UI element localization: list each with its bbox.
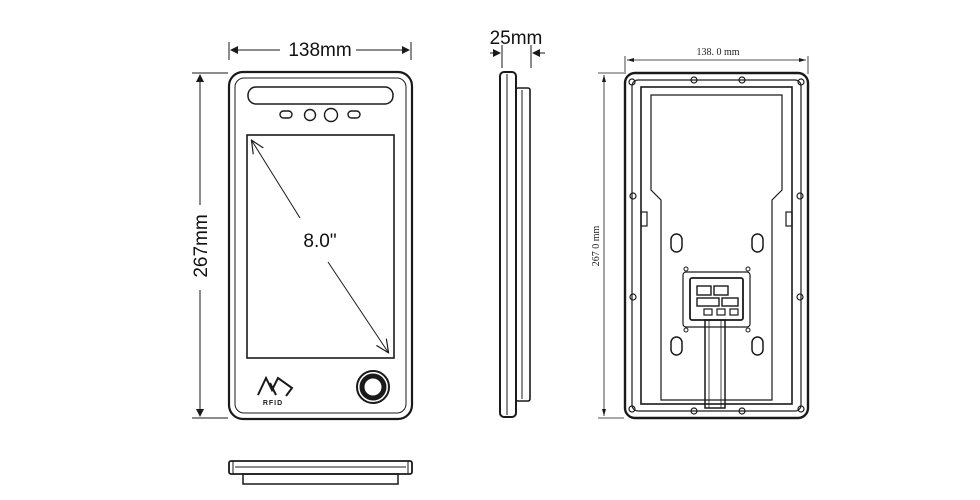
side-view: 25mm — [490, 28, 545, 418]
screw-icon — [628, 78, 636, 86]
front-height-label: 267mm — [191, 214, 212, 277]
camera-left-icon — [303, 108, 317, 122]
screw-icon — [628, 405, 636, 413]
back-recess — [640, 86, 793, 405]
screw-icon — [738, 76, 746, 84]
mount-slot-icon — [751, 336, 764, 356]
screw-icon — [797, 78, 805, 86]
back-height-label: 267 0 mm — [591, 226, 602, 267]
screw-icon — [683, 327, 689, 333]
mount-slot-icon — [670, 233, 683, 253]
rfid-logo-text: RFID — [263, 400, 283, 407]
screw-icon — [796, 192, 804, 200]
sensor-slot-left — [279, 110, 293, 119]
back-view: 138. 0 mm 267 0 mm — [591, 47, 810, 420]
side-body-front — [499, 71, 517, 418]
sensor-slot-right — [347, 110, 361, 119]
screw-icon — [738, 407, 746, 415]
mounting-slots — [670, 233, 764, 356]
bottom-view — [228, 460, 413, 485]
screw-icon — [629, 293, 637, 301]
back-outer-shell — [623, 71, 810, 420]
front-width-dimension: 138mm — [228, 40, 412, 61]
sensor-row — [279, 107, 361, 123]
display-screen — [246, 134, 395, 359]
screw-icon — [629, 192, 637, 200]
back-width-dimension: 138. 0 mm — [624, 47, 809, 74]
connector-port-icon — [721, 297, 739, 307]
light-bar — [247, 86, 394, 105]
front-view: 138mm 267mm 8.0" — [191, 40, 414, 421]
camera-right-icon — [323, 107, 339, 123]
back-width-label: 138. 0 mm — [696, 47, 739, 58]
rfid-logo-icon — [257, 375, 294, 397]
connector-port-icon — [696, 297, 720, 307]
screw-icon — [690, 407, 698, 415]
screw-holes — [628, 76, 805, 415]
screen-diagonal-label: 8.0" — [303, 231, 336, 252]
fingerprint-sensor-icon — [359, 373, 387, 401]
side-latch-left — [640, 211, 648, 227]
front-height-dimension: 267mm — [191, 72, 228, 419]
connector-port-icon — [729, 308, 739, 316]
screw-icon — [745, 327, 751, 333]
front-outer-shell — [227, 70, 414, 421]
mount-slot-icon — [670, 336, 683, 356]
front-inner-bezel — [234, 77, 407, 414]
front-width-label: 138mm — [288, 40, 351, 61]
back-height-dimension: 267 0 mm — [591, 72, 624, 419]
screw-icon — [797, 405, 805, 413]
screen-diagonal-dimension: 8.0" — [252, 141, 388, 352]
connector-frame — [682, 271, 751, 328]
connector-area — [682, 266, 751, 333]
connector-port-icon — [716, 308, 726, 316]
side-depth-label: 25mm — [490, 28, 543, 49]
side-latch-right — [785, 211, 793, 227]
fingerprint-sensor-outer — [356, 370, 390, 404]
connector-port-icon — [703, 308, 713, 316]
rfid-logo: RFID — [257, 375, 294, 407]
screw-icon — [690, 76, 698, 84]
screw-icon — [745, 266, 751, 272]
cable-channel — [704, 319, 726, 409]
screw-icon — [796, 293, 804, 301]
mounting-plate — [650, 94, 783, 401]
back-inner-rim — [631, 79, 802, 412]
screw-icon — [683, 266, 689, 272]
connector-port-icon — [696, 285, 712, 296]
side-body-back — [515, 87, 531, 402]
connector-port-icon — [713, 285, 729, 296]
bottom-base-plate — [242, 473, 399, 485]
mount-slot-icon — [751, 233, 764, 253]
side-depth-dimension: 25mm — [490, 28, 545, 68]
